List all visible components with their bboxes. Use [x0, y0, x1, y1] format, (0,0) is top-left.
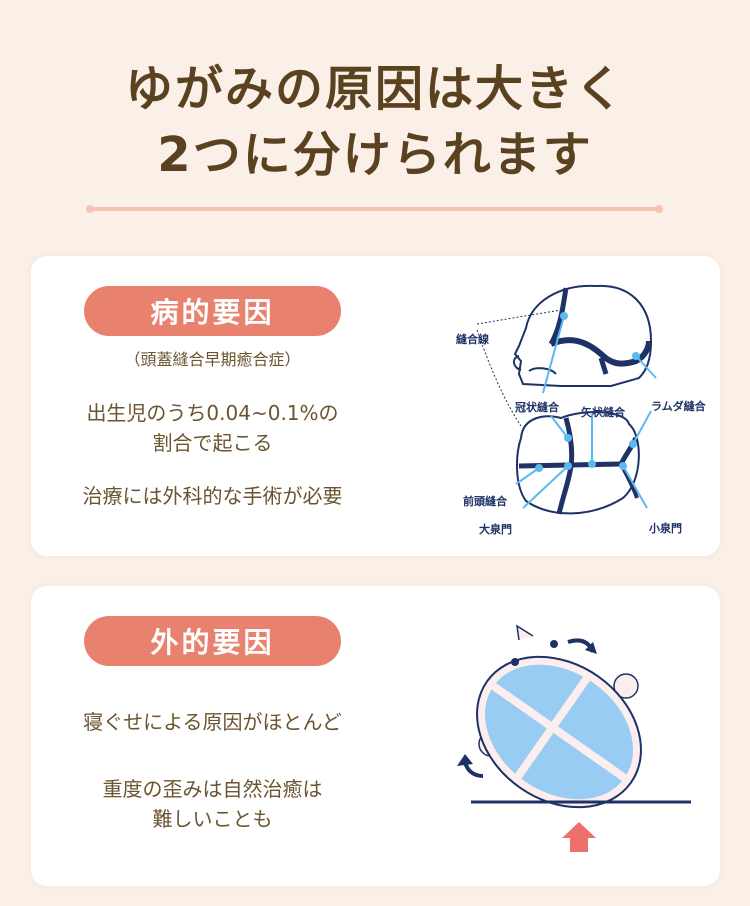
incidence-text: 出生児のうち0.04~0.1%の 割合で起こる — [31, 398, 394, 458]
surgery-line-1: 治療には外科的な手術が必要 — [82, 484, 343, 508]
skull-sutures-diagram-icon: 縫合線 冠状縫合 矢状縫合 ラムダ縫合 前頭縫合 大泉門 小泉門 — [456, 284, 707, 536]
surgery-text: 治療には外科的な手術が必要 — [31, 481, 394, 511]
page-title: ゆがみの原因は大きく 2つに分けられます — [0, 56, 750, 188]
external-cause-badge: 外的要因 — [84, 616, 341, 666]
craniosynostosis-subtitle: （頭蓋縫合早期癒合症） — [124, 350, 301, 369]
label-metopic: 前頭縫合 — [463, 494, 508, 508]
label-suture-line: 縫合線 — [456, 332, 489, 346]
label-lambdoid: ラムダ縫合 — [651, 399, 707, 413]
label-coronal: 冠状縫合 — [515, 400, 560, 414]
external-cause-card: 外的要因 寝ぐせによる原因がほとんど 重度の歪みは自然治癒は 難しいことも — [31, 586, 720, 886]
label-posterior-fontanelle: 小泉門 — [648, 521, 682, 535]
label-anterior-fontanelle: 大泉門 — [479, 522, 512, 536]
label-sagittal: 矢状縫合 — [581, 405, 626, 419]
tilted-baby-head-icon — [457, 624, 691, 852]
severe-case-text: 重度の歪みは自然治癒は 難しいことも — [31, 774, 394, 834]
title-line-2: 2つに分けられます — [157, 127, 593, 183]
pathological-cause-card: 病的要因 （頭蓋縫合早期癒合症） 出生児のうち0.04~0.1%の 割合で起こる… — [31, 256, 720, 556]
up-pressure-arrow-icon — [562, 822, 596, 852]
sleep-habit-line-1: 寝ぐせによる原因がほとんど — [83, 710, 342, 734]
severe-case-line-1: 重度の歪みは自然治癒は — [102, 777, 323, 801]
severe-case-line-2: 難しいことも — [152, 807, 273, 831]
pathological-cause-badge: 病的要因 — [84, 286, 341, 336]
incidence-line-1: 出生児のうち0.04~0.1%の — [86, 401, 339, 425]
title-line-1: ゆがみの原因は大きく — [124, 61, 625, 117]
title-divider — [86, 205, 663, 213]
sleep-habit-text: 寝ぐせによる原因がほとんど — [31, 707, 394, 737]
side-skull-icon — [513, 284, 653, 387]
incidence-line-2: 割合で起こる — [152, 431, 273, 455]
